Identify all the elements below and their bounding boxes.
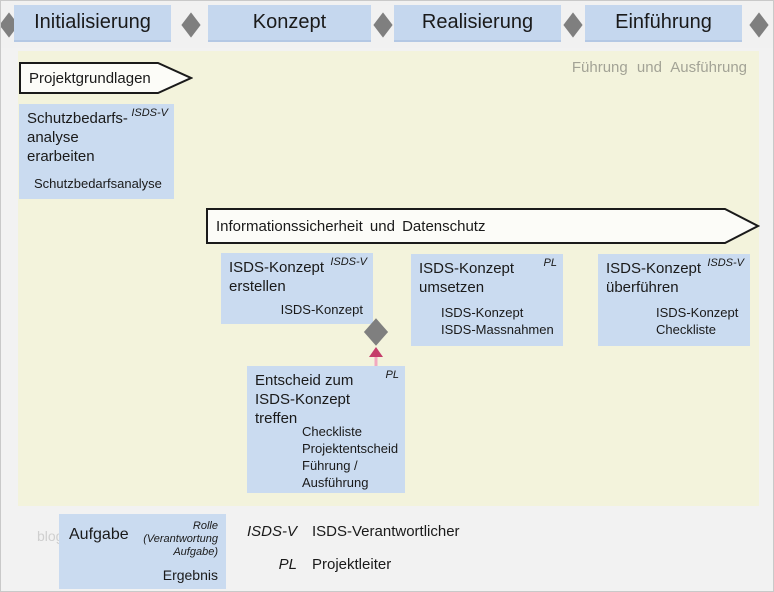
legend-abbreviations: ISDS-V ISDS-Verantwortlicher PL Projektl… — [239, 522, 460, 588]
watermark: blog — [37, 528, 64, 544]
task-results: Checkliste Projektentscheid Führung / Au… — [302, 424, 399, 490]
execution-band: Führung und Ausführung Projektgrundlagen… — [18, 51, 760, 506]
task-isds-konzept-erstellen: ISDS-Konzept erstellen ISDS-V ISDS-Konze… — [221, 253, 373, 324]
banner-arrow-shape — [19, 62, 193, 94]
task-results: ISDS-Konzept ISDS-Massnahmen — [441, 305, 554, 337]
abbrev-key: ISDS-V — [246, 523, 297, 540]
role-badge: ISDS-V — [330, 256, 367, 268]
task-entscheid-isds-konzept-treffen: Entscheid zum ISDS-Konzept treffen PL Ch… — [247, 366, 405, 493]
abbrev-row: PL Projektleiter — [239, 555, 460, 575]
decision-arrow-icon — [369, 347, 383, 369]
task-results: ISDS-Konzept — [280, 302, 363, 317]
task-title: ISDS-Konzept überführen — [606, 260, 702, 296]
banner-isds: Informationssicherheit und Datenschutz — [206, 208, 760, 244]
legend-role-label: Rolle (Verantwortung Aufgabe) — [143, 520, 218, 558]
task-isds-konzept-ueberfuehren: ISDS-Konzept überführen ISDS-V ISDS-Konz… — [598, 254, 750, 346]
banner-projektgrundlagen: Projektgrundlagen — [19, 62, 193, 94]
milestone-diamond-icon — [749, 12, 769, 38]
role-badge: PL — [543, 257, 557, 269]
legend-task-box: Aufgabe Rolle (Verantwortung Aufgabe) Er… — [59, 514, 226, 589]
band-title: Führung und Ausführung — [571, 59, 747, 76]
task-title: Entscheid zum ISDS-Konzept treffen — [255, 372, 354, 427]
task-results: ISDS-Konzept Checkliste — [656, 305, 739, 337]
legend-result-label: Ergebnis — [162, 567, 218, 583]
role-badge: PL — [385, 369, 399, 381]
task-isds-konzept-umsetzen: ISDS-Konzept umsetzen PL ISDS-Konzept IS… — [411, 254, 563, 346]
task-title: ISDS-Konzept erstellen — [229, 259, 325, 295]
phase-label: Realisierung — [421, 11, 534, 33]
phase-einfuehrung: Einführung — [585, 5, 742, 42]
abbrev-meaning: ISDS-Verantwortlicher — [312, 523, 460, 540]
task-title: ISDS-Konzept umsetzen — [419, 260, 515, 296]
phase-label: Konzept — [252, 11, 327, 33]
phase-realisierung: Realisierung — [394, 5, 561, 42]
abbrev-row: ISDS-V ISDS-Verantwortlicher — [239, 522, 460, 542]
milestone-diamond-icon — [563, 12, 583, 38]
phase-initialisierung: Initialisierung — [14, 5, 171, 42]
phase-konzept: Konzept — [208, 5, 371, 42]
legend-task-label: Aufgabe — [69, 526, 129, 543]
milestone-diamond-icon — [181, 12, 201, 38]
phase-bar: Initialisierung Konzept Realisierung Ein… — [1, 1, 773, 48]
task-title: Schutzbedarfs- analyse erarbeiten — [27, 110, 128, 165]
banner-label: Projektgrundlagen — [29, 69, 151, 87]
abbrev-meaning: Projektleiter — [312, 556, 392, 573]
milestone-diamond-icon — [373, 12, 393, 38]
role-badge: ISDS-V — [131, 107, 168, 119]
banner-arrow-shape — [206, 208, 760, 244]
role-badge: ISDS-V — [707, 257, 744, 269]
abbrev-key: PL — [278, 556, 297, 573]
task-results: Schutzbedarfsanalyse — [34, 176, 162, 191]
banner-label: Informationssicherheit und Datenschutz — [216, 217, 486, 235]
phase-label: Initialisierung — [34, 11, 151, 33]
task-schutzbedarfsanalyse-erarbeiten: Schutzbedarfs- analyse erarbeiten ISDS-V… — [19, 104, 174, 199]
phase-label: Einführung — [615, 11, 712, 33]
